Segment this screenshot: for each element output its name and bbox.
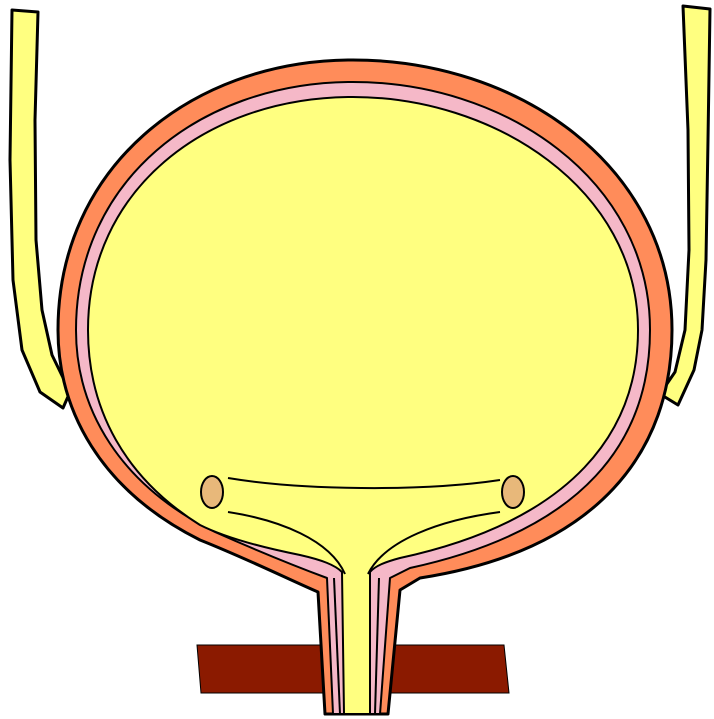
- bladder-lumen: [88, 97, 638, 714]
- left-ureteral-orifice: [201, 476, 223, 508]
- right-ureteral-orifice: [502, 476, 524, 508]
